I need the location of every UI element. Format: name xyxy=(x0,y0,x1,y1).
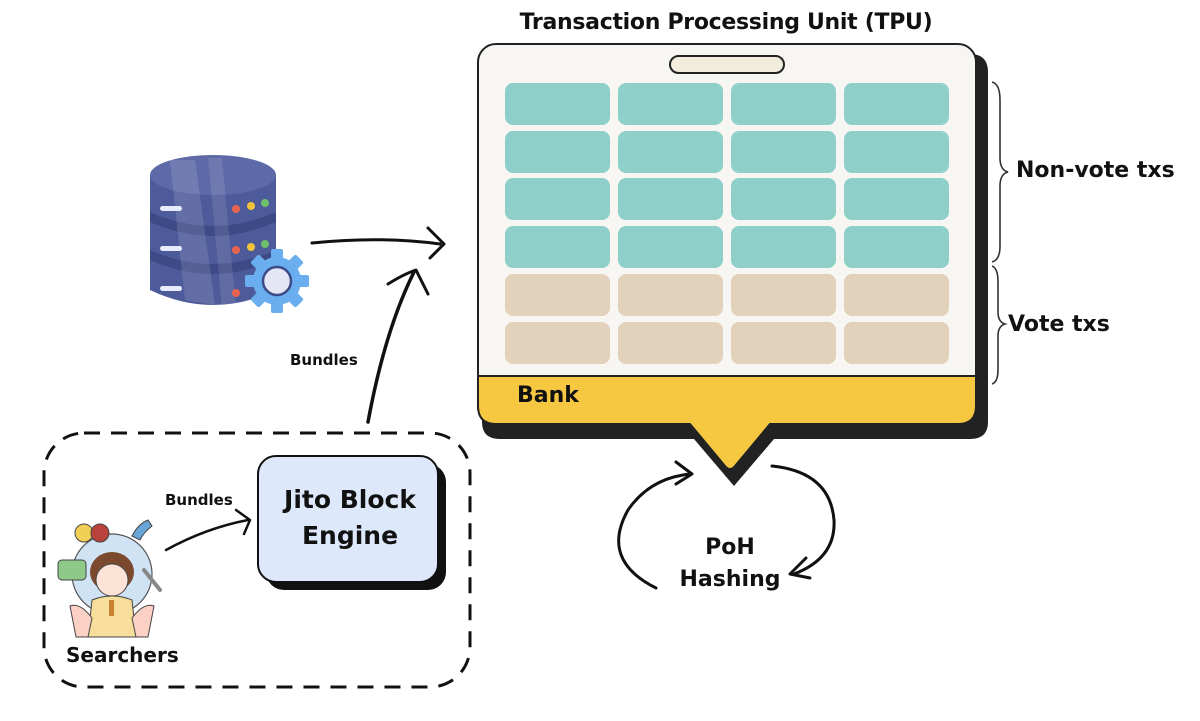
non-vote-tx-slot xyxy=(618,83,723,125)
poh-line-1: PoH xyxy=(705,535,755,560)
arrowhead-jito xyxy=(386,268,430,296)
vote-tx-slot xyxy=(731,322,836,364)
bank-label: Bank xyxy=(517,383,579,408)
gear-icon xyxy=(245,249,309,313)
arrowhead-database xyxy=(426,226,446,260)
tpu-handle xyxy=(669,55,785,74)
non-vote-tx-slot xyxy=(505,131,610,173)
poh-line-2: Hashing xyxy=(679,567,781,592)
non-vote-tx-slot xyxy=(618,178,723,220)
non-vote-tx-slot xyxy=(505,226,610,268)
jito-line-2: Engine xyxy=(301,521,399,550)
jito-block-engine-label: Jito Block Engine xyxy=(262,482,438,554)
arrowhead-searchers xyxy=(234,508,252,536)
non-vote-tx-slot xyxy=(505,83,610,125)
vote-tx-slot xyxy=(618,274,723,316)
poh-hashing-label: PoH Hashing xyxy=(660,532,800,596)
poh-loop-left xyxy=(617,472,692,590)
non-vote-txs-label: Non-vote txs xyxy=(1016,158,1175,183)
searchers-label: Searchers xyxy=(66,643,179,667)
vote-tx-slot xyxy=(618,322,723,364)
non-vote-tx-slot xyxy=(844,83,949,125)
bank-band xyxy=(477,375,977,470)
arrow-searchers-to-jito xyxy=(164,518,250,552)
non-vote-tx-slot xyxy=(618,226,723,268)
arrow-database-to-tpu xyxy=(310,238,442,246)
diagram-title: Transaction Processing Unit (TPU) xyxy=(519,10,933,35)
non-vote-tx-slot xyxy=(731,178,836,220)
non-vote-tx-slot xyxy=(844,178,949,220)
bundles-to-engine-label: Bundles xyxy=(165,491,233,509)
database-server-icon xyxy=(150,155,276,308)
arrow-jito-to-tpu xyxy=(366,270,416,424)
poh-arrowhead-right xyxy=(788,556,812,580)
vote-tx-slot xyxy=(844,322,949,364)
vote-tx-slot xyxy=(731,274,836,316)
poh-loop-right xyxy=(770,464,836,576)
non-vote-tx-slot xyxy=(618,131,723,173)
vote-tx-slot xyxy=(505,274,610,316)
poh-arrowhead-left xyxy=(674,460,694,486)
non-vote-brace xyxy=(991,81,1009,263)
searchers-group-dashed-border xyxy=(42,431,472,689)
vote-tx-slot xyxy=(844,274,949,316)
vote-brace xyxy=(991,265,1008,385)
searcher-person-icon xyxy=(57,519,162,638)
non-vote-tx-slot xyxy=(731,83,836,125)
jito-box xyxy=(257,455,439,583)
non-vote-tx-slot xyxy=(505,178,610,220)
non-vote-tx-slot xyxy=(731,226,836,268)
vote-tx-slot xyxy=(505,322,610,364)
vote-txs-label: Vote txs xyxy=(1008,312,1110,337)
bundles-to-tpu-label: Bundles xyxy=(290,351,358,369)
non-vote-tx-slot xyxy=(731,131,836,173)
jito-line-1: Jito Block xyxy=(284,485,416,514)
non-vote-tx-slot xyxy=(844,226,949,268)
non-vote-tx-slot xyxy=(844,131,949,173)
